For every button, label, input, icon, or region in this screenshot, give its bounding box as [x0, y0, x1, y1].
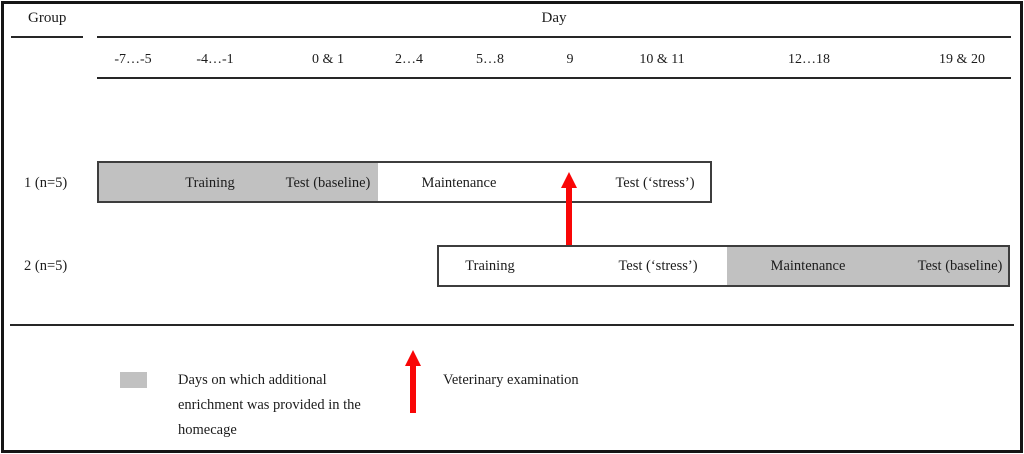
day-tick-label: 2…4 — [395, 52, 423, 67]
group-column-header: Group — [28, 10, 67, 26]
shaded-days-legend-text: homecage — [178, 422, 237, 438]
day-tick-label: 10 & 11 — [639, 52, 685, 67]
group2-segment-maintenance: Maintenance — [770, 258, 846, 274]
day-tick-label: 5…8 — [476, 52, 504, 67]
group2-segment-test-stress: Test (‘stress’) — [618, 258, 698, 274]
day-axis-top-rule — [97, 36, 1011, 38]
day-tick-label: 19 & 20 — [939, 52, 985, 67]
day-axis-title: Day — [541, 10, 567, 26]
group1-segment-test-baseline: Test (baseline) — [285, 175, 371, 191]
group1-row-label: 1 (n=5) — [24, 175, 68, 191]
group2-enrichment-shaded-region — [727, 247, 1008, 285]
group1-segment-test-stress: Test (‘stress’) — [615, 175, 695, 191]
shaded-days-legend-text: Days on which additional — [178, 372, 327, 388]
day-tick-label: 12…18 — [788, 52, 830, 67]
legend-red-arrow-icon — [410, 364, 416, 413]
day-tick-label: -4…-1 — [196, 52, 234, 67]
shaded-days-legend-text: enrichment was provided in the — [178, 397, 361, 413]
group2-segment-test-baseline: Test (baseline) — [917, 258, 1003, 274]
group1-segment-maintenance: Maintenance — [421, 175, 497, 191]
group1-segment-training: Training — [185, 175, 235, 191]
group-header-underline — [11, 36, 83, 38]
group2-timeline-bar — [437, 245, 1010, 287]
group2-segment-training: Training — [465, 258, 515, 274]
veterinary-exam-arrowhead-icon — [561, 172, 577, 188]
legend-red-arrowhead-icon — [405, 350, 421, 366]
veterinary-exam-arrow-icon — [566, 186, 572, 245]
group1-enrichment-shaded-region — [99, 163, 378, 201]
legend-separator-rule — [10, 324, 1014, 326]
veterinary-exam-legend-text: Veterinary examination — [443, 372, 579, 388]
group2-row-label: 2 (n=5) — [24, 258, 68, 274]
day-axis-bottom-rule — [97, 77, 1011, 79]
day-tick-label: 0 & 1 — [312, 52, 344, 67]
day-tick-label: 9 — [566, 52, 574, 67]
shaded-days-swatch-icon — [120, 372, 147, 388]
day-tick-label: -7…-5 — [114, 52, 152, 67]
group1-timeline-bar — [97, 161, 712, 203]
